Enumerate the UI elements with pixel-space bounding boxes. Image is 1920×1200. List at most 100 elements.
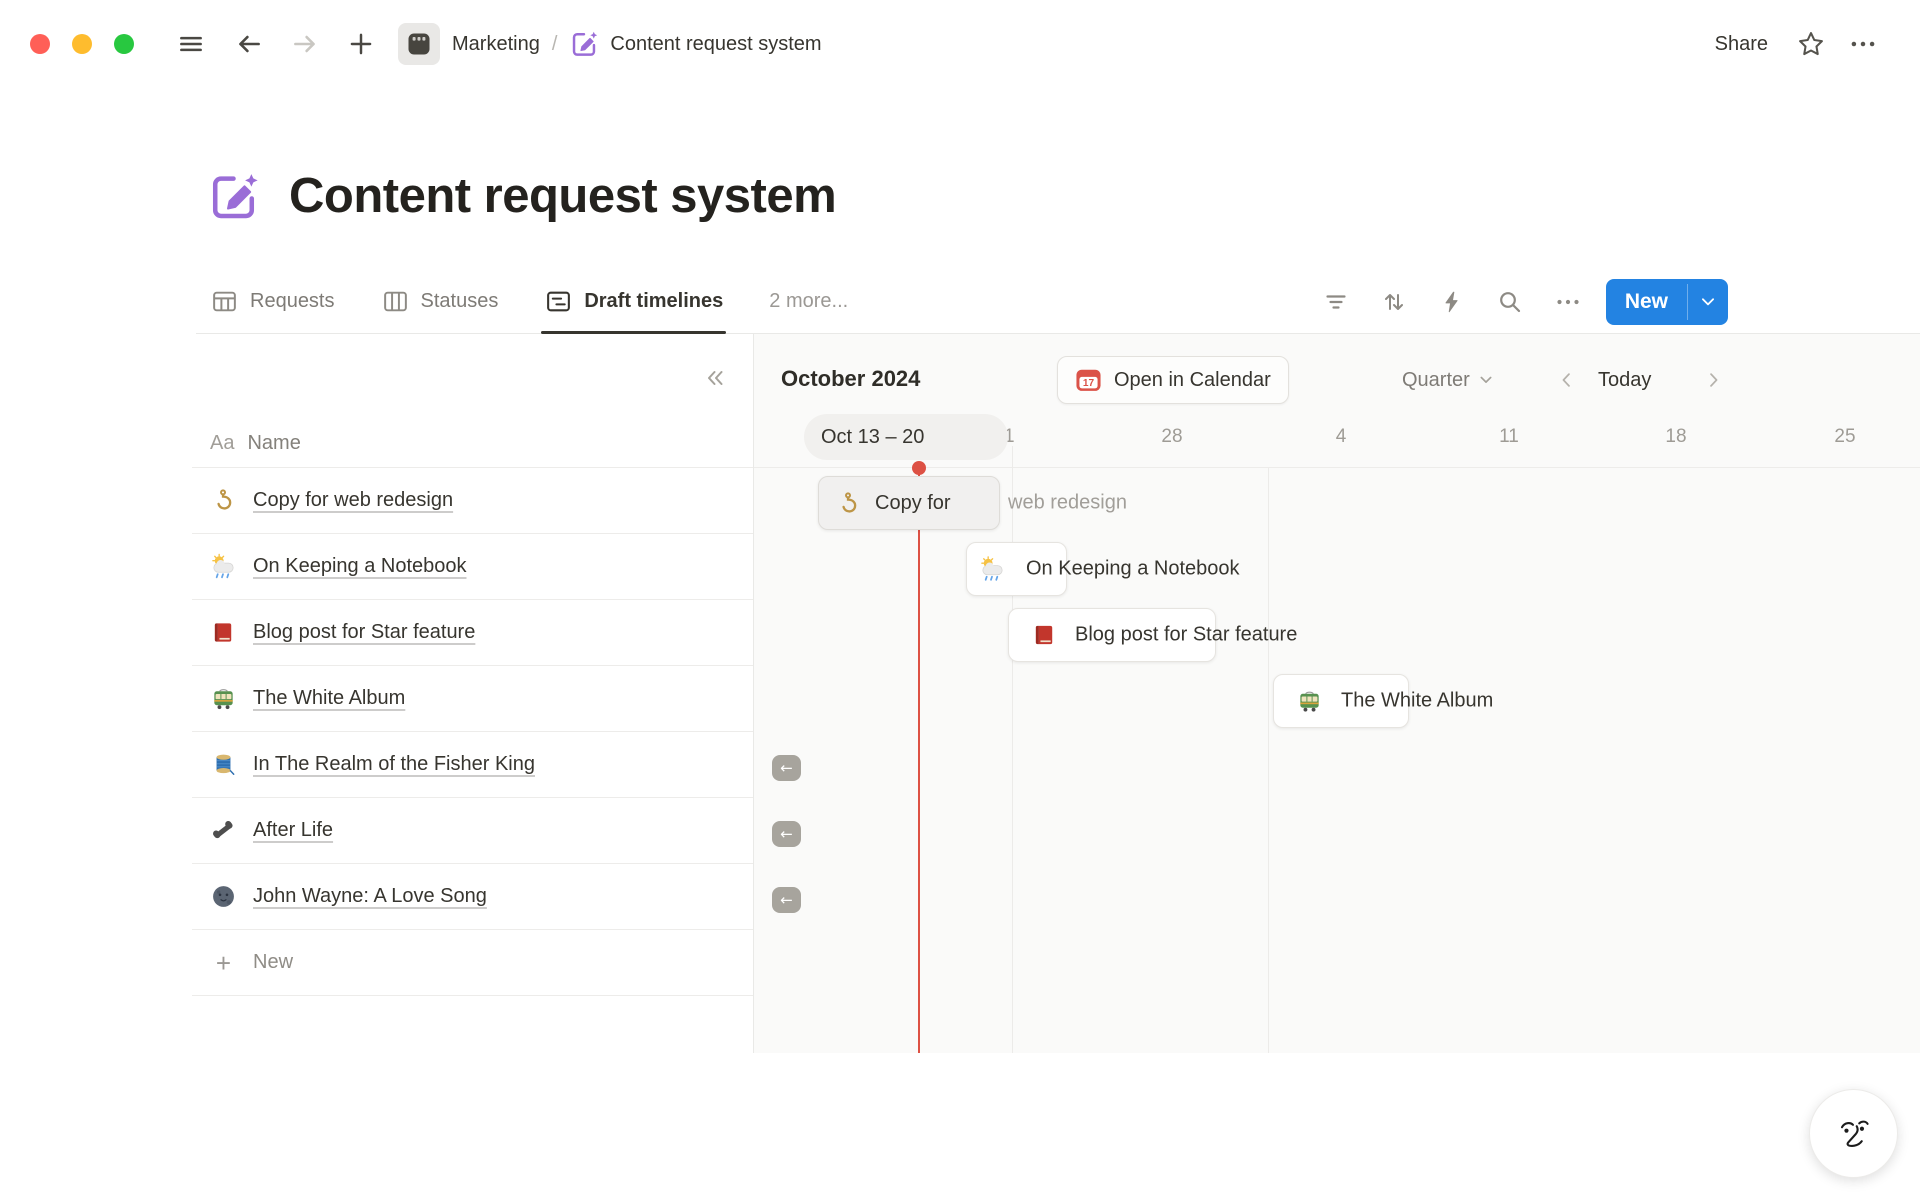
board-view-icon	[381, 287, 410, 316]
new-button-dropdown[interactable]	[1688, 279, 1728, 325]
view-options-button[interactable]	[1546, 280, 1590, 324]
thread-spool-emoji-icon	[210, 751, 237, 778]
bar-label: The White Album	[1341, 689, 1494, 712]
timeline-next-button[interactable]	[1698, 356, 1728, 404]
timeline-scale-select[interactable]: Quarter	[1402, 356, 1496, 404]
timeline-table-panel: Aa Name Copy for web redesign On Keeping…	[0, 334, 753, 1053]
timeline-month-label: October 2024	[781, 366, 921, 391]
filter-button[interactable]	[1314, 280, 1358, 324]
arrow-left-icon: ←	[780, 825, 793, 843]
chevron-left-icon	[1556, 369, 1578, 391]
notion-ai-button[interactable]	[1809, 1089, 1898, 1178]
favorite-button[interactable]	[1790, 23, 1832, 65]
calendar-day-number: 17	[1083, 378, 1095, 389]
timeline-today-button[interactable]: Today	[1598, 368, 1652, 391]
table-row[interactable]: After Life	[192, 798, 753, 864]
table-view-icon	[210, 287, 239, 316]
collapse-table-button[interactable]	[693, 356, 737, 400]
hook-emoji-icon	[835, 490, 862, 517]
sort-icon	[1380, 288, 1408, 316]
row-title: Copy for web redesign	[253, 489, 454, 511]
breadcrumb-workspace-item[interactable]	[398, 23, 440, 65]
page-header: Content request system	[206, 168, 837, 224]
tab-draft-timelines[interactable]: Draft timelines	[541, 270, 727, 334]
timeline-prev-button[interactable]	[1552, 356, 1582, 404]
minimize-window-button[interactable]	[72, 34, 92, 54]
table-row[interactable]: Blog post for Star feature	[192, 600, 753, 666]
breadcrumb-separator: /	[551, 32, 558, 55]
window-titlebar: Marketing / Content request system Share	[0, 0, 1920, 88]
breadcrumb-workspace-label[interactable]: Marketing	[452, 32, 540, 55]
bar-pill	[1273, 674, 1409, 728]
chevron-right-icon	[1702, 369, 1724, 391]
view-tabs-bar: Requests Statuses Draft timelines 2 more…	[196, 270, 1920, 334]
lightning-icon	[1439, 289, 1465, 315]
red-book-emoji-icon	[210, 619, 237, 646]
calendar-icon: 17	[1076, 369, 1101, 391]
sun-behind-rain-cloud-emoji-icon	[210, 553, 237, 580]
bar-pill: Copy for	[818, 476, 1000, 530]
scale-value: Quarter	[1402, 368, 1470, 391]
ellipsis-icon	[1848, 29, 1878, 59]
more-tabs-button[interactable]: 2 more...	[769, 290, 849, 312]
table-row[interactable]: Copy for web redesign	[192, 468, 753, 534]
name-column-header[interactable]: Aa Name	[192, 420, 753, 468]
page-title[interactable]: Content request system	[289, 169, 837, 223]
today-dot	[912, 461, 926, 475]
scroll-to-bar-button[interactable]: ←	[772, 755, 801, 781]
row-title: Blog post for Star feature	[253, 621, 476, 643]
week-gridline	[1012, 446, 1013, 1053]
new-tab-button[interactable]	[340, 23, 382, 65]
open-in-calendar-label: Open in Calendar	[1114, 368, 1271, 391]
date-tick: 11	[1499, 426, 1519, 447]
tram-emoji-icon	[1296, 688, 1323, 715]
scroll-to-bar-button[interactable]: ←	[772, 821, 801, 847]
nav-forward-button[interactable]	[284, 23, 326, 65]
month-gridline	[1268, 468, 1269, 1053]
hook-emoji-icon	[210, 487, 237, 514]
new-split-button: New	[1605, 278, 1728, 325]
telephone-receiver-emoji-icon	[210, 817, 237, 844]
open-in-calendar-button[interactable]: 17 Open in Calendar	[1057, 356, 1289, 404]
sidebar-menu-button[interactable]	[170, 23, 212, 65]
tab-statuses[interactable]: Statuses	[381, 270, 498, 333]
table-row[interactable]: On Keeping a Notebook	[192, 534, 753, 600]
red-book-emoji-icon	[1031, 622, 1058, 649]
table-row[interactable]: The White Album	[192, 666, 753, 732]
breadcrumb-page-label[interactable]: Content request system	[610, 32, 822, 55]
sort-button[interactable]	[1372, 280, 1416, 324]
timeline-view: Aa Name Copy for web redesign On Keeping…	[0, 334, 1920, 1053]
automations-button[interactable]	[1430, 280, 1474, 324]
close-window-button[interactable]	[30, 34, 50, 54]
row-title: In The Realm of the Fisher King	[253, 753, 535, 775]
zoom-window-button[interactable]	[114, 34, 134, 54]
current-week-pill: Oct 13 – 20	[804, 414, 1008, 460]
date-header-divider	[754, 467, 1920, 468]
share-button[interactable]: Share	[1714, 32, 1768, 55]
table-rows: Copy for web redesign On Keeping a Noteb…	[192, 468, 753, 996]
bar-label-overflow: web redesign	[1008, 491, 1127, 514]
page-icon-compose[interactable]	[206, 169, 261, 224]
table-row[interactable]: John Wayne: A Love Song	[192, 864, 753, 930]
scroll-to-bar-button[interactable]: ←	[772, 887, 801, 913]
new-row-label: New	[253, 951, 294, 973]
more-options-button[interactable]	[1842, 23, 1884, 65]
bar-label: On Keeping a Notebook	[1026, 557, 1240, 580]
timeline-panel: October 2024 17 Open in Calendar Quarter…	[753, 334, 1920, 1053]
row-title: On Keeping a Notebook	[253, 555, 467, 577]
search-button[interactable]	[1488, 280, 1532, 324]
chevron-down-icon	[1697, 291, 1719, 313]
arrow-right-icon	[290, 29, 320, 59]
arrow-left-icon: ←	[780, 759, 793, 777]
bar-label-inside: Copy for	[875, 491, 951, 514]
row-title: The White Album	[253, 687, 406, 709]
nav-back-button[interactable]	[228, 23, 270, 65]
tab-label: Draft timelines	[584, 290, 724, 312]
star-icon	[1796, 29, 1826, 59]
tab-requests[interactable]: Requests	[210, 270, 335, 333]
arrow-left-icon	[234, 29, 264, 59]
add-new-row-button[interactable]: + New	[192, 930, 753, 996]
table-row[interactable]: In The Realm of the Fisher King	[192, 732, 753, 798]
new-button[interactable]: New	[1624, 289, 1668, 313]
